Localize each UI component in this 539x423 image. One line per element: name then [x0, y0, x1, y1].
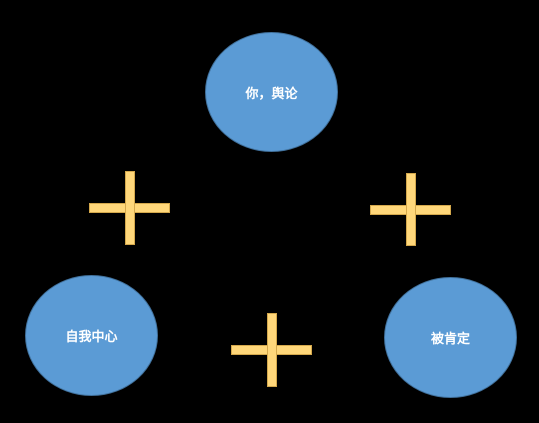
node-right-label: 被肯定: [430, 332, 470, 347]
node-left: 自我中心: [25, 275, 158, 396]
plus-vertical-bar: [405, 173, 416, 246]
node-top-label: 你，舆论: [245, 86, 298, 102]
plus-icon-left: [89, 171, 170, 245]
node-left-label: 自我中心: [65, 330, 118, 345]
node-top: 你，舆论: [205, 32, 338, 152]
plus-icon-right: [370, 173, 451, 246]
node-right: 被肯定: [384, 277, 517, 398]
plus-icon-bottom: [231, 313, 312, 387]
plus-vertical-bar: [266, 313, 277, 387]
plus-vertical-bar: [124, 171, 135, 245]
